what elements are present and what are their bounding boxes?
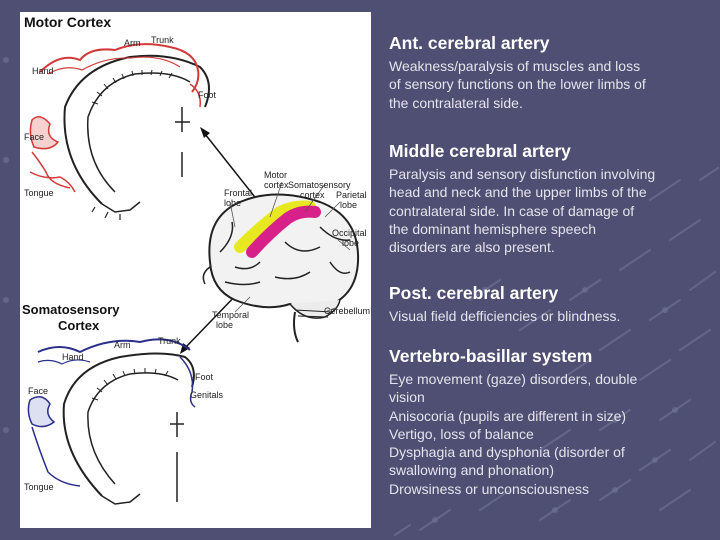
label-foot-2: Foot xyxy=(195,372,214,382)
section-body: Weakness/paralysis of muscles and loss o… xyxy=(389,57,707,112)
body-line: disorders are also present. xyxy=(389,239,555,256)
section-middle-cerebral-artery: Middle cerebral artery Paralysis and sen… xyxy=(389,140,707,256)
body-line: Drowsiness or unconsciousness xyxy=(389,480,589,497)
label-occipital-2: lobe xyxy=(342,238,359,248)
body-line: the contralateral side. xyxy=(389,94,523,111)
label-hand-2: Hand xyxy=(62,352,84,362)
brain-figure-panel: Motor Cortex Arm Trunk xyxy=(20,12,371,528)
body-line: contralateral side. In case of damage of xyxy=(389,202,635,219)
body-line: head and neck and the upper limbs of the xyxy=(389,184,647,201)
body-line: of sensory functions on the lower limbs … xyxy=(389,76,646,93)
brain-lateral-view xyxy=(202,193,360,343)
section-body: Paralysis and sensory disfunction involv… xyxy=(389,165,707,256)
label-genitals: Genitals xyxy=(190,390,224,400)
label-face: Face xyxy=(24,132,44,142)
body-line: Eye movement (gaze) disorders, double xyxy=(389,371,638,387)
section-body: Eye movement (gaze) disorders, double vi… xyxy=(389,370,707,498)
label-frontal-1: Frontal xyxy=(224,188,252,198)
body-line: vision xyxy=(389,389,425,406)
label-arm: Arm xyxy=(124,38,141,48)
motor-cortex-title: Motor Cortex xyxy=(24,14,111,30)
label-trunk: Trunk xyxy=(151,35,174,45)
label-somato-cortex-2: cortex xyxy=(300,190,325,200)
section-title: Middle cerebral artery xyxy=(389,141,571,161)
body-line: Paralysis and sensory disfunction involv… xyxy=(389,166,656,182)
section-posterior-cerebral-artery: Post. cerebral artery Visual field deffi… xyxy=(389,282,707,325)
label-parietal-2: lobe xyxy=(340,200,357,210)
label-parietal-1: Parietal xyxy=(336,190,367,200)
body-line: Dysphagia and dysphonia (disorder of xyxy=(389,444,625,461)
label-hand: Hand xyxy=(32,66,54,76)
body-line: Vertigo, loss of balance xyxy=(389,425,534,442)
body-line: Anisocoria (pupils are different in size… xyxy=(389,407,627,424)
label-tongue-2: Tongue xyxy=(24,482,54,492)
label-frontal-2: lobe xyxy=(224,198,241,208)
somato-cortex-title-2: Cortex xyxy=(58,318,100,333)
section-vertebro-basillar-system: Vertebro-basillar system Eye movement (g… xyxy=(389,345,707,498)
section-title: Ant. cerebral artery xyxy=(389,33,550,53)
label-occipital-1: Occipital xyxy=(332,228,367,238)
label-arm-2: Arm xyxy=(114,340,131,350)
body-line: swallowing and phonation) xyxy=(389,462,554,479)
label-temporal-2: lobe xyxy=(216,320,233,330)
motor-cortex-section xyxy=(29,43,210,220)
label-cerebellum: Cerebellum xyxy=(324,306,370,316)
somato-cortex-title-1: Somatosensory xyxy=(22,302,120,317)
label-tongue: Tongue xyxy=(24,188,54,198)
body-line: Visual field defficiencies or blindness. xyxy=(389,308,621,324)
label-somato-cortex-1: Somatosensory xyxy=(288,180,351,190)
section-anterior-cerebral-artery: Ant. cerebral artery Weakness/paralysis … xyxy=(389,32,707,112)
label-trunk-2: Trunk xyxy=(158,336,181,346)
somatosensory-cortex-section xyxy=(27,338,196,505)
label-motor-cortex-1: Motor xyxy=(264,170,287,180)
label-face-2: Face xyxy=(28,386,48,396)
brain-diagram: Motor Cortex Arm Trunk xyxy=(22,14,370,505)
section-body: Visual field defficiencies or blindness. xyxy=(389,307,707,325)
body-line: Weakness/paralysis of muscles and loss xyxy=(389,58,641,74)
somato-face-icon xyxy=(27,396,56,428)
body-line: the dominant hemisphere speech xyxy=(389,220,597,237)
label-motor-cortex-2: cortex xyxy=(264,180,289,190)
section-title: Vertebro-basillar system xyxy=(389,346,593,366)
label-temporal-1: Temporal xyxy=(212,310,249,320)
somatosensory-strip xyxy=(246,205,321,258)
motor-face-icon xyxy=(29,116,60,150)
label-foot: Foot xyxy=(198,90,217,100)
section-title: Post. cerebral artery xyxy=(389,283,559,303)
